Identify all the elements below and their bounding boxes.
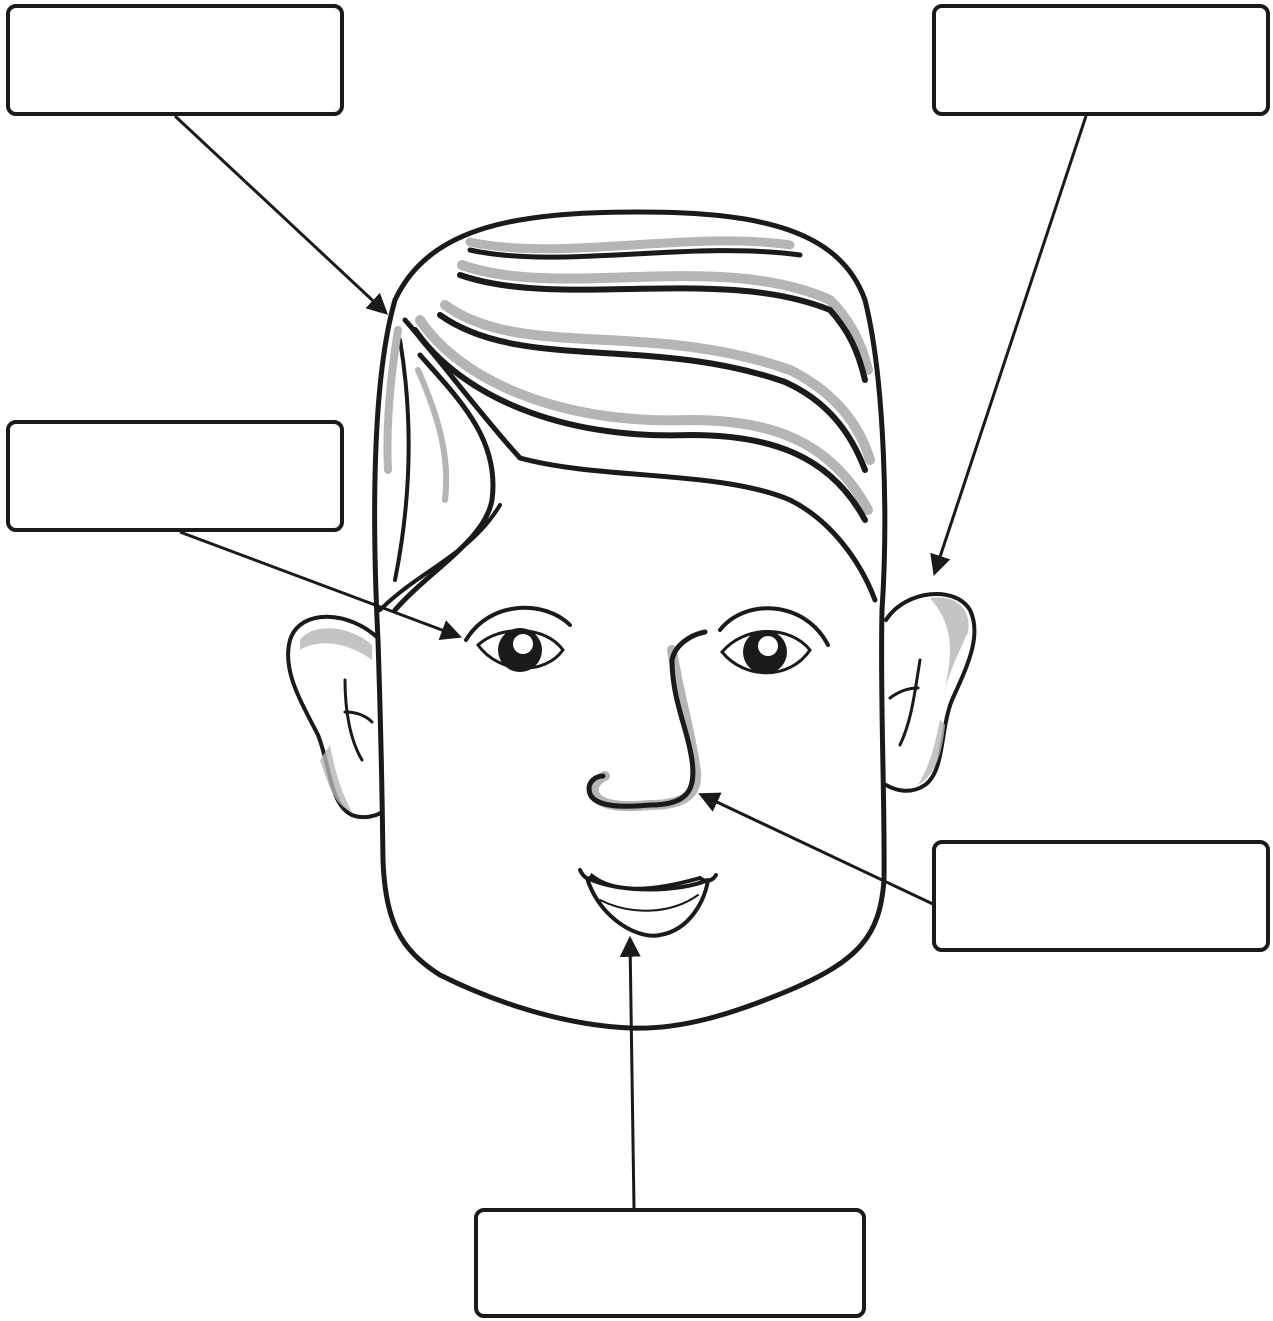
left-ear <box>288 617 382 817</box>
label-box-mouth[interactable] <box>474 1208 866 1318</box>
label-box-nose[interactable] <box>932 840 1270 952</box>
label-box-eye[interactable] <box>6 420 344 532</box>
label-box-hair[interactable] <box>6 4 344 116</box>
arrow-hair <box>175 116 385 312</box>
arrow-ear <box>935 116 1086 572</box>
right-ear <box>886 594 975 791</box>
label-box-ear[interactable] <box>932 4 1270 116</box>
